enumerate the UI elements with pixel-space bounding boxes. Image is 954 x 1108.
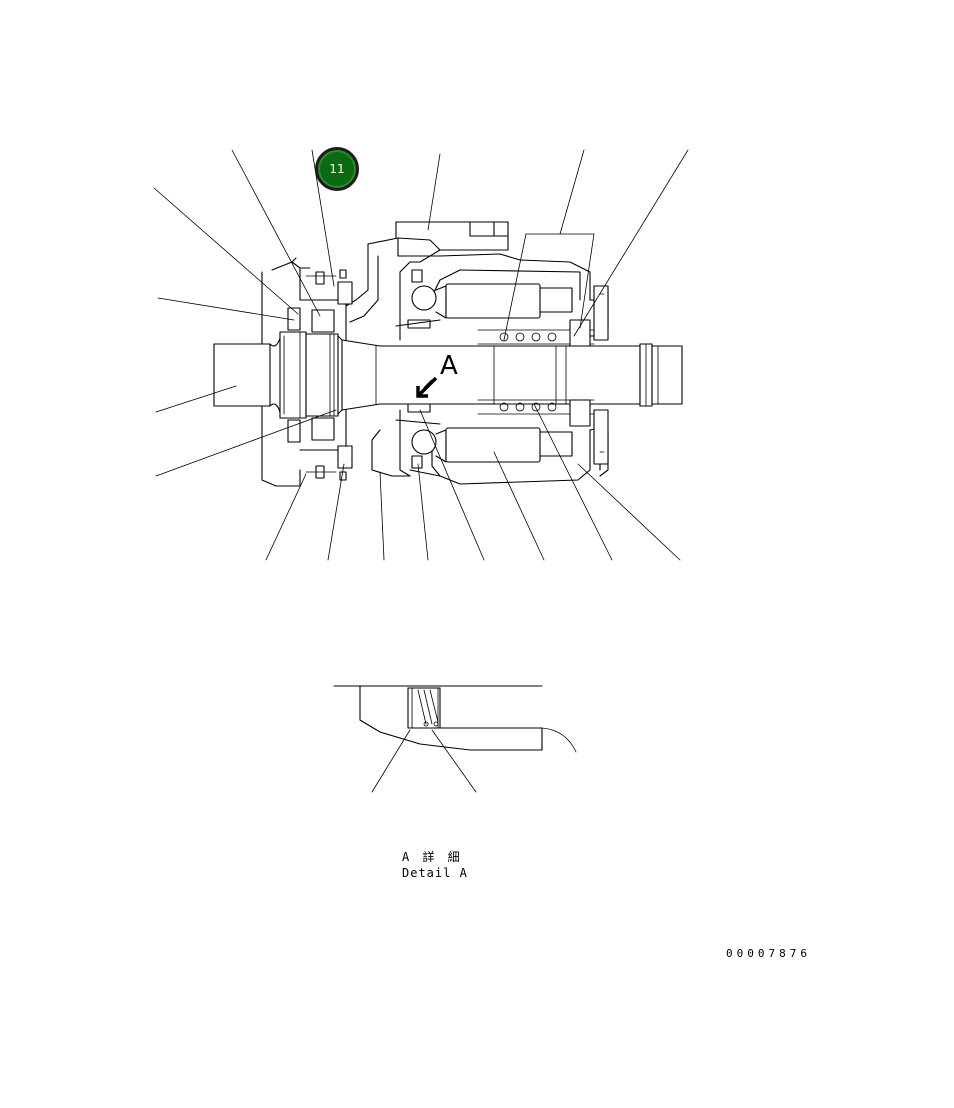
detail-a-view — [333, 685, 577, 793]
drive-shaft — [213, 331, 683, 419]
document-number: 00007876 — [726, 947, 811, 960]
detail-arrow-icon — [416, 376, 438, 398]
callout-badge-11[interactable]: 11 — [315, 147, 359, 191]
callout-number: 11 — [329, 162, 345, 176]
section-marker: A — [416, 351, 458, 398]
section-label: A — [440, 351, 458, 381]
cylinder-block — [395, 269, 595, 469]
end-cover — [593, 285, 609, 465]
detail-caption-jp: A 詳 細 — [402, 850, 463, 864]
detail-caption-en: Detail A — [402, 866, 468, 880]
housing-outline — [261, 221, 609, 487]
